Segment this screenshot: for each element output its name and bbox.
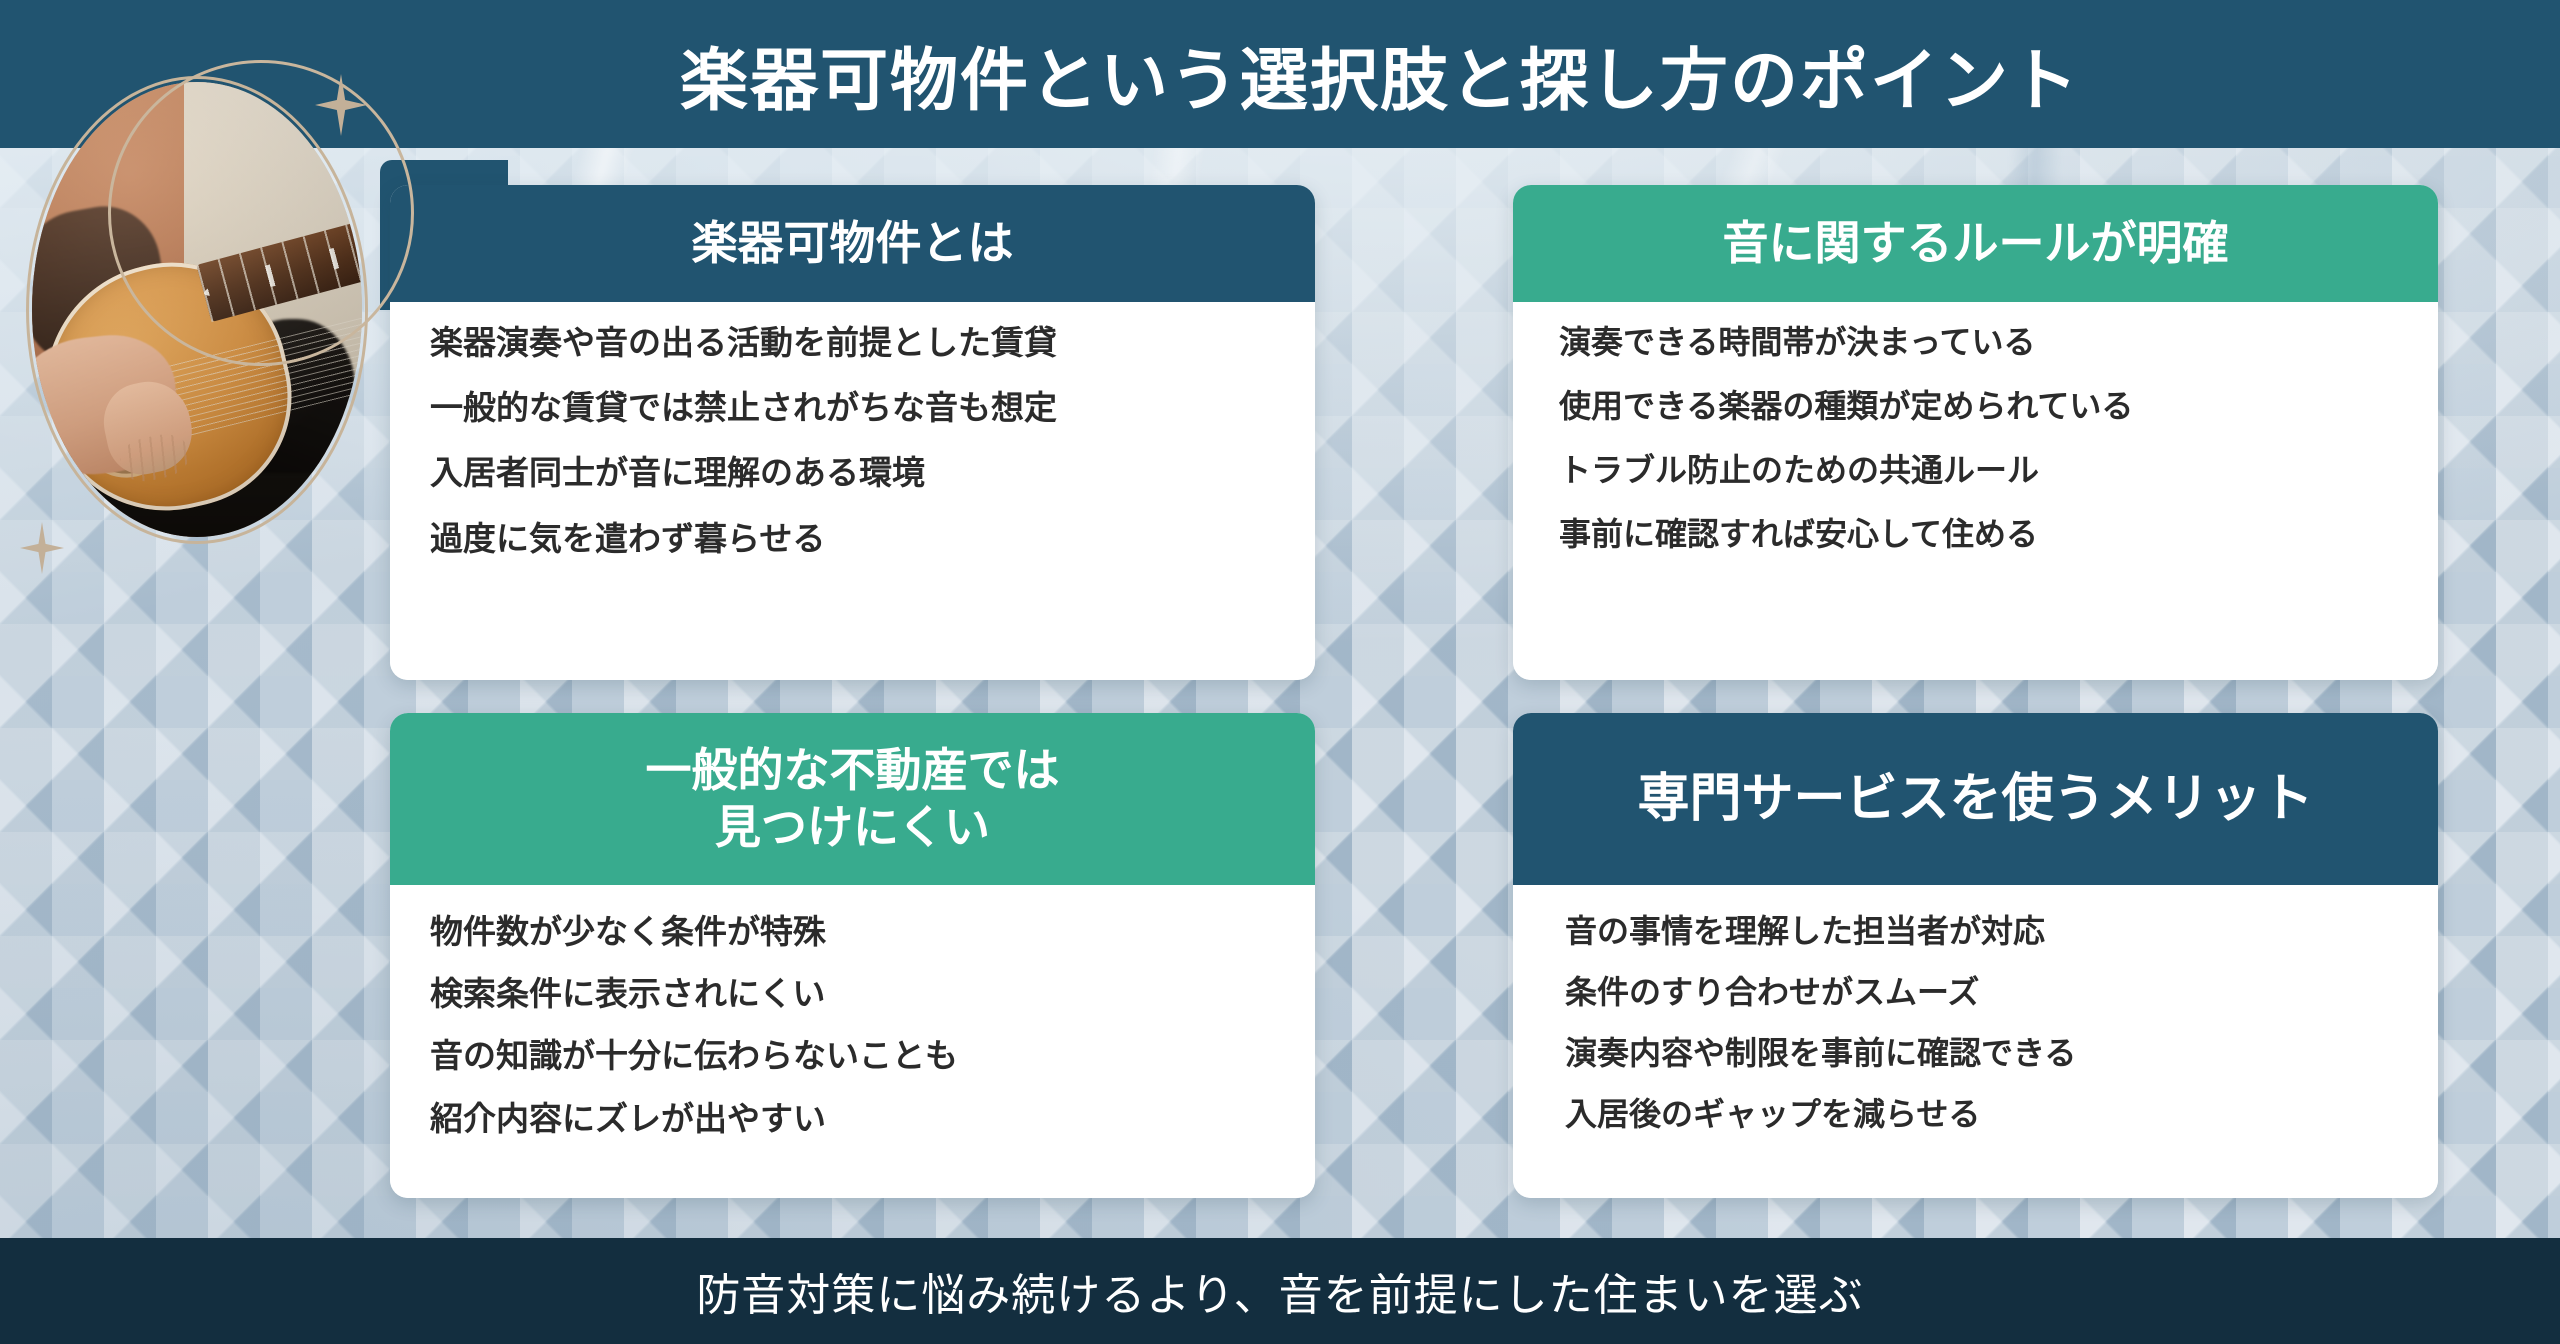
card-body: 音の事情を理解した担当者が対応 条件のすり合わせがスムーズ 演奏内容や制限を事前…	[1513, 885, 2438, 1198]
list-item: 入居者同士が音に理解のある環境	[430, 454, 925, 492]
card-header: 楽器可物件とは	[390, 185, 1315, 302]
list-item: 音の事情を理解した担当者が対応	[1565, 913, 2046, 949]
card-sound-rules: 音に関するルールが明確 演奏できる時間帯が決まっている 使用できる楽器の種類が定…	[1513, 185, 2438, 680]
card-body: 楽器演奏や音の出る活動を前提とした賃貸 一般的な賃貸では禁止されがちな音も想定 …	[390, 302, 1315, 680]
card-title: 専門サービスを使うメリット	[1637, 769, 2314, 828]
list-item: 演奏できる時間帯が決まっている	[1559, 324, 2036, 360]
list-item: 楽器演奏や音の出る活動を前提とした賃貸	[430, 324, 1057, 361]
list-item: 物件数が少なく条件が特殊	[430, 913, 826, 950]
footer-text: 防音対策に悩み続けるより、音を前提にした住まいを選ぶ	[696, 1271, 1864, 1320]
card-body: 物件数が少なく条件が特殊 検索条件に表示されにくい 音の知識が十分に伝わらないこ…	[390, 885, 1315, 1198]
list-item: 入居後のギャップを減らせる	[1565, 1095, 1981, 1132]
decorative-circle-ring	[108, 60, 414, 366]
list-item: トラブル防止のための共通ルール	[1559, 451, 2040, 488]
card-title: 音に関するルールが明確	[1722, 216, 2229, 269]
hero-image-group	[8, 52, 414, 574]
card-body: 演奏できる時間帯が決まっている 使用できる楽器の種類が定められている トラブル防…	[1513, 302, 2438, 680]
card-title: 一般的な不動産では 見つけにくい	[646, 742, 1060, 857]
header-bar: 楽器可物件という選択肢と探し方のポイント	[0, 0, 2560, 148]
list-item: 演奏内容や制限を事前に確認できる	[1565, 1034, 2077, 1071]
list-item: 音の知識が十分に伝わらないことも	[430, 1037, 958, 1075]
list-item: 使用できる楽器の種類が定められている	[1559, 387, 2134, 424]
card-title: 楽器可物件とは	[691, 216, 1014, 269]
card-instrument-allowed-property: 楽器可物件とは 楽器演奏や音の出る活動を前提とした賃貸 一般的な賃貸では禁止され…	[390, 185, 1315, 680]
page-title: 楽器可物件という選択肢と探し方のポイント	[679, 42, 2080, 119]
list-item: 過度に気を遣わず暮らせる	[430, 519, 826, 557]
list-item: 紹介内容にズレが出やすい	[430, 1099, 826, 1137]
card-title-line-2: 見つけにくい	[714, 801, 991, 853]
list-item: 一般的な賃貸では禁止されがちな音も想定	[430, 389, 1057, 427]
card-specialist-service-merit: 専門サービスを使うメリット 音の事情を理解した担当者が対応 条件のすり合わせがス…	[1513, 713, 2438, 1198]
card-header: 専門サービスを使うメリット	[1513, 713, 2438, 885]
card-header: 一般的な不動産では 見つけにくい	[390, 713, 1315, 885]
card-header: 音に関するルールが明確	[1513, 185, 2438, 302]
list-item: 検索条件に表示されにくい	[430, 975, 826, 1013]
card-hard-to-find: 一般的な不動産では 見つけにくい 物件数が少なく条件が特殊 検索条件に表示されに…	[390, 713, 1315, 1198]
list-item: 条件のすり合わせがスムーズ	[1565, 973, 1980, 1010]
footer-bar: 防音対策に悩み続けるより、音を前提にした住まいを選ぶ	[0, 1238, 2560, 1344]
card-title-line-1: 一般的な不動産では	[645, 743, 1060, 796]
list-item: 事前に確認すれば安心して住める	[1559, 515, 2039, 552]
